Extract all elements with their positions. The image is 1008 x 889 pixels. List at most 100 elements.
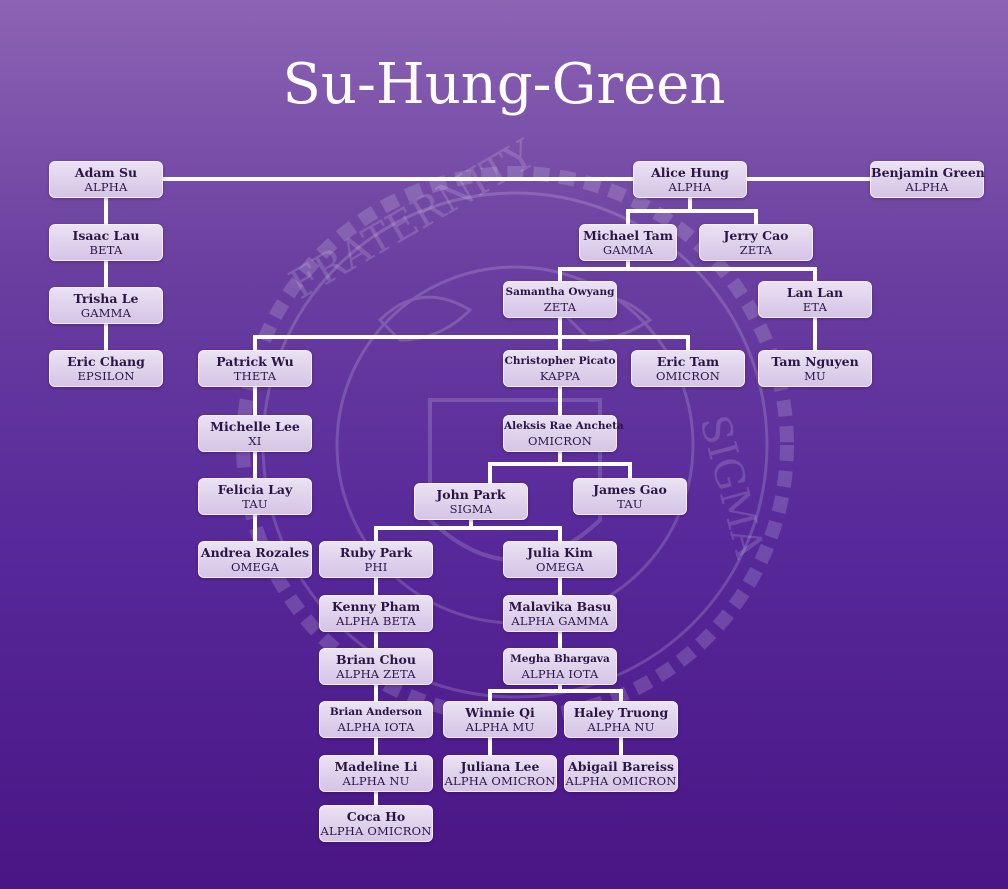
connector-line xyxy=(374,520,473,541)
member-name: Kenny Pham xyxy=(331,598,421,614)
connector-line xyxy=(471,526,562,541)
member-chapter: OMEGA xyxy=(535,559,585,574)
member-chapter: THETA xyxy=(233,368,277,383)
member-name: Michelle Lee xyxy=(210,418,300,434)
member-name: Isaac Lau xyxy=(72,227,140,243)
connector-line xyxy=(253,318,562,350)
member-name: Patrick Wu xyxy=(216,353,294,369)
connector-line xyxy=(560,335,690,350)
member-chapter: TAU xyxy=(617,496,643,511)
member-chapter: ALPHA xyxy=(84,179,128,194)
connector-line xyxy=(560,462,632,478)
member-name: Brian Anderson xyxy=(329,705,423,718)
member-chapter: ETA xyxy=(802,299,828,314)
member-name: James Gao xyxy=(593,481,667,497)
member-name: Trisha Le xyxy=(73,290,139,306)
member-name: Julia Kim xyxy=(527,544,593,560)
member-chapter: ALPHA BETA xyxy=(336,613,416,628)
member-name: Andrea Rozales xyxy=(200,544,310,560)
member-chapter: OMICRON xyxy=(527,433,593,448)
connector-line xyxy=(690,209,758,224)
member-name: Abigail Bareiss xyxy=(568,758,674,774)
connector-line xyxy=(558,261,630,281)
member-chapter: ALPHA IOTA xyxy=(521,666,599,681)
member-chapter: ZETA xyxy=(543,299,577,314)
member-chapter: ALPHA xyxy=(668,179,712,194)
member-chapter: ZETA xyxy=(739,242,773,257)
connector-line xyxy=(488,452,562,483)
member-name: Benjamin Green xyxy=(871,164,985,180)
member-name: Brian Chou xyxy=(336,651,416,667)
member-chapter: ALPHA xyxy=(905,179,949,194)
member-chapter: BETA xyxy=(89,242,123,257)
connector-line xyxy=(560,689,623,701)
member-name: Tam Nguyen xyxy=(771,353,859,369)
member-chapter: ALPHA IOTA xyxy=(337,719,415,734)
member-chapter: EPSILON xyxy=(77,368,135,383)
member-name: Eric Tam xyxy=(656,353,720,369)
member-chapter: KAPPA xyxy=(539,368,581,383)
page-title: Su-Hung-Green xyxy=(282,52,726,117)
connector-line xyxy=(488,685,562,701)
member-name: Eric Chang xyxy=(67,353,145,369)
member-chapter: XI xyxy=(248,433,262,448)
member-chapter: ALPHA OMICRON xyxy=(565,773,677,788)
member-chapter: MU xyxy=(804,368,826,383)
member-chapter: ALPHA OMICRON xyxy=(320,823,432,838)
member-name: Madeline Li xyxy=(334,758,418,774)
member-chapter: ALPHA NU xyxy=(342,773,410,788)
member-chapter: ALPHA MU xyxy=(465,719,535,734)
member-chapter: ALPHA GAMMA xyxy=(511,613,609,628)
member-chapter: OMICRON xyxy=(655,368,721,383)
member-name: Samantha Owyang xyxy=(505,285,615,298)
member-name: Christopher Picato xyxy=(504,354,616,367)
member-chapter: ALPHA OMICRON xyxy=(444,773,556,788)
member-name: Haley Truong xyxy=(573,704,669,720)
member-name: Winnie Qi xyxy=(465,704,535,720)
member-name: Ruby Park xyxy=(339,544,413,560)
member-name: Jerry Cao xyxy=(723,227,789,243)
member-chapter: OMEGA xyxy=(230,559,280,574)
member-chapter: SIGMA xyxy=(449,501,493,516)
member-chapter: ALPHA NU xyxy=(587,719,655,734)
member-name: Aleksis Rae Ancheta xyxy=(504,419,624,432)
connector-line xyxy=(626,198,692,224)
member-chapter: TAU xyxy=(242,496,268,511)
member-name: Felicia Lay xyxy=(217,481,293,497)
member-chapter: GAMMA xyxy=(602,242,654,257)
member-name: Malavika Basu xyxy=(508,598,612,614)
member-name: Alice Hung xyxy=(651,164,729,180)
member-chapter: GAMMA xyxy=(80,305,132,320)
member-name: Megha Bhargava xyxy=(510,652,610,665)
member-name: Juliana Lee xyxy=(460,758,540,774)
